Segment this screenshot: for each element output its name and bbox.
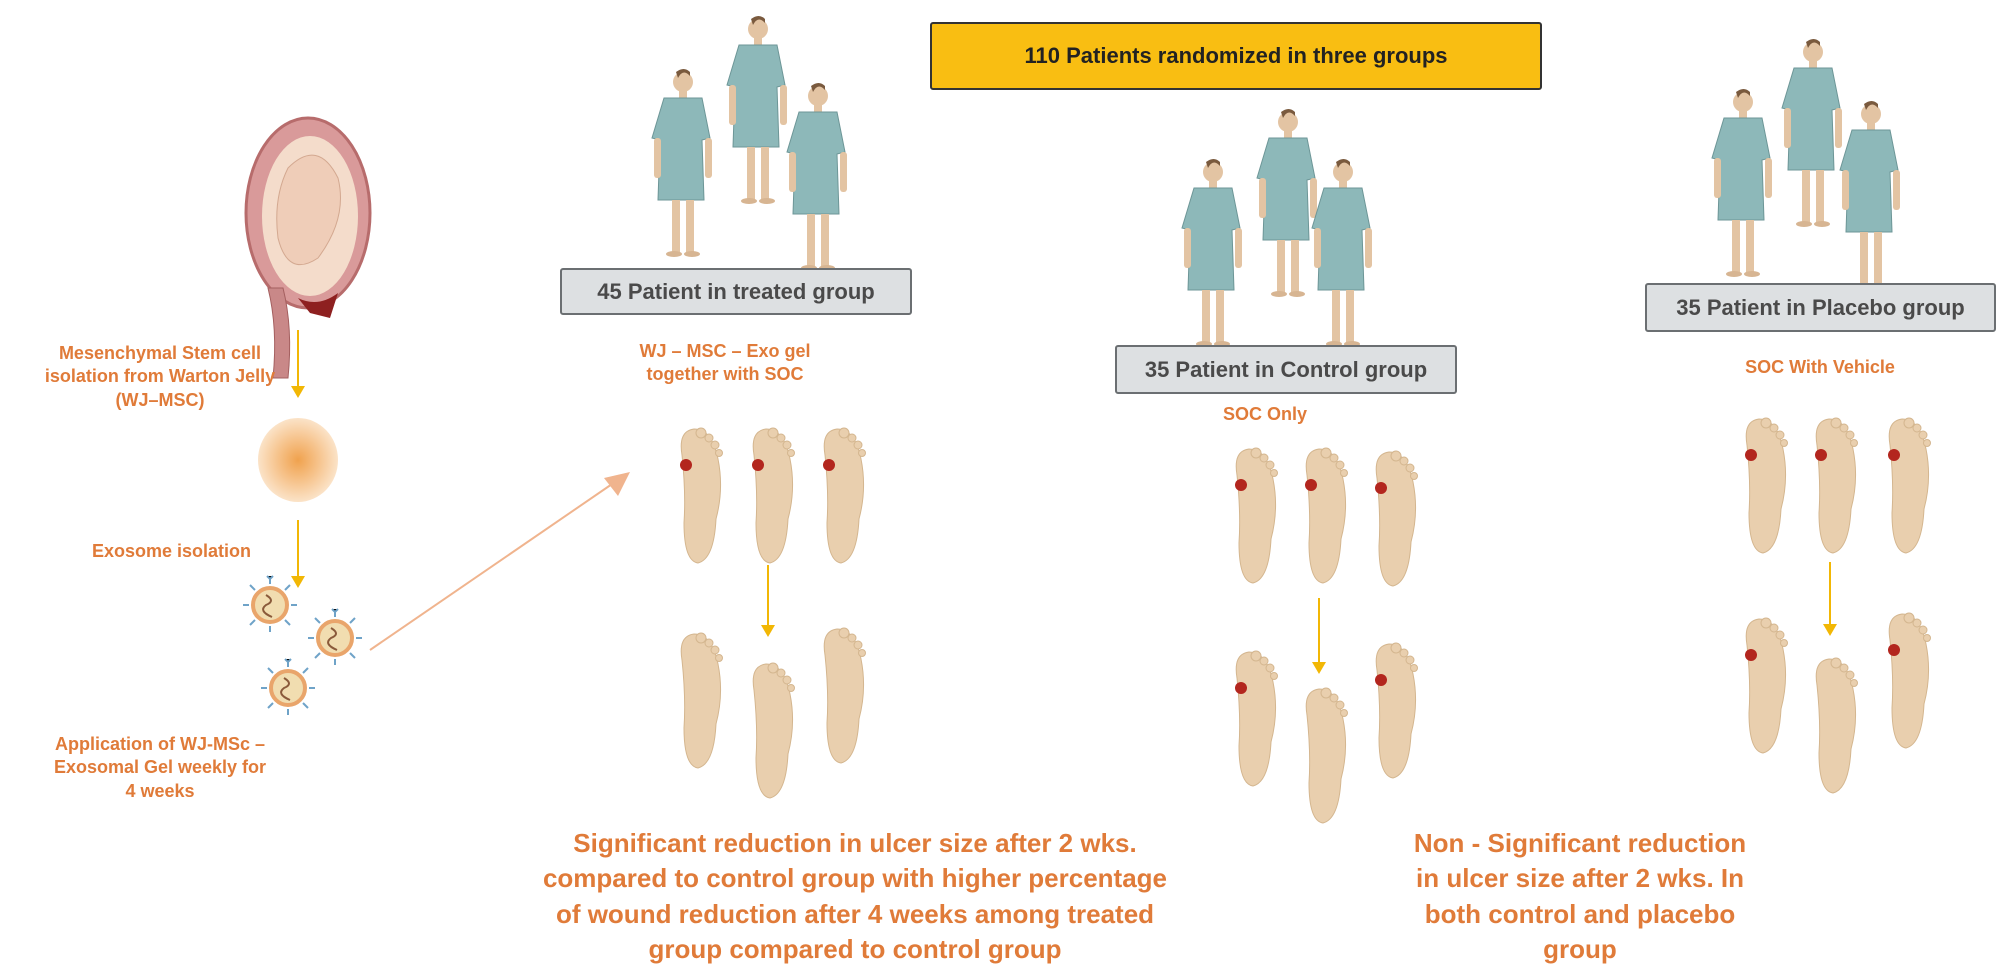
step-msc-isolation: Mesenchymal Stem cell isolation from War… [44, 343, 276, 410]
uterus-fetus-illustration [244, 116, 372, 379]
foot-with-ulcer-icon [1805, 415, 1861, 555]
placebo-treatment-label: SOC With Vehicle [1745, 357, 1895, 377]
healed-foot-icon [813, 625, 869, 765]
foot-with-ulcer-icon [1225, 445, 1281, 585]
down-arrow-icon [291, 520, 305, 588]
foot-with-ulcer-icon [1878, 610, 1934, 750]
patient-icon [1180, 158, 1246, 348]
foot-with-ulcer-icon [1735, 415, 1791, 555]
foot-with-ulcer-icon [670, 425, 726, 565]
patient-icon [1310, 158, 1376, 348]
placebo-group-box: 35 Patient in Placebo group [1645, 283, 1996, 332]
foot-with-ulcer-icon [1735, 615, 1791, 755]
exosome-icon [258, 658, 318, 718]
patient-icon [650, 68, 716, 258]
down-arrow-icon [761, 565, 775, 637]
foot-with-ulcer-icon [813, 425, 869, 565]
healed-foot-icon [1805, 655, 1861, 795]
treated-group-box: 45 Patient in treated group [560, 268, 912, 315]
randomization-banner: 110 Patients randomized in three groups [930, 22, 1542, 90]
exosome-icon [240, 575, 300, 635]
treated-result-text: Significant reduction in ulcer size afte… [542, 828, 1168, 965]
control-placebo-result-text: Non - Significant reduction in ulcer siz… [1413, 828, 1747, 965]
patient-icon [1780, 38, 1846, 228]
diagonal-arrow-icon [369, 472, 630, 651]
down-arrow-icon [1312, 598, 1326, 674]
down-arrow-icon [1823, 562, 1837, 636]
cell-cluster-icon [258, 418, 338, 502]
control-group-box: 35 Patient in Control group [1115, 345, 1457, 394]
foot-with-ulcer-icon [1225, 648, 1281, 788]
foot-with-ulcer-icon [1365, 640, 1421, 780]
control-treatment-label: SOC Only [1222, 404, 1307, 424]
foot-with-ulcer-icon [1878, 415, 1934, 555]
patient-icon [725, 15, 791, 205]
patient-icon [1710, 88, 1776, 278]
healed-foot-icon [742, 660, 798, 800]
healed-foot-icon [1295, 685, 1351, 825]
patient-icon [1838, 100, 1904, 290]
foot-with-ulcer-icon [742, 425, 798, 565]
foot-with-ulcer-icon [1295, 445, 1351, 585]
foot-with-ulcer-icon [1365, 448, 1421, 588]
patient-icon [785, 82, 851, 272]
down-arrow-icon [291, 330, 305, 398]
treated-treatment-label: WJ – MSC – Exo gel together with SOC [639, 341, 811, 385]
step-exosome-isolation: Exosome isolation [92, 541, 252, 561]
step-gel-application: Application of WJ-MSc – Exosomal Gel wee… [53, 734, 267, 801]
healed-foot-icon [670, 630, 726, 770]
